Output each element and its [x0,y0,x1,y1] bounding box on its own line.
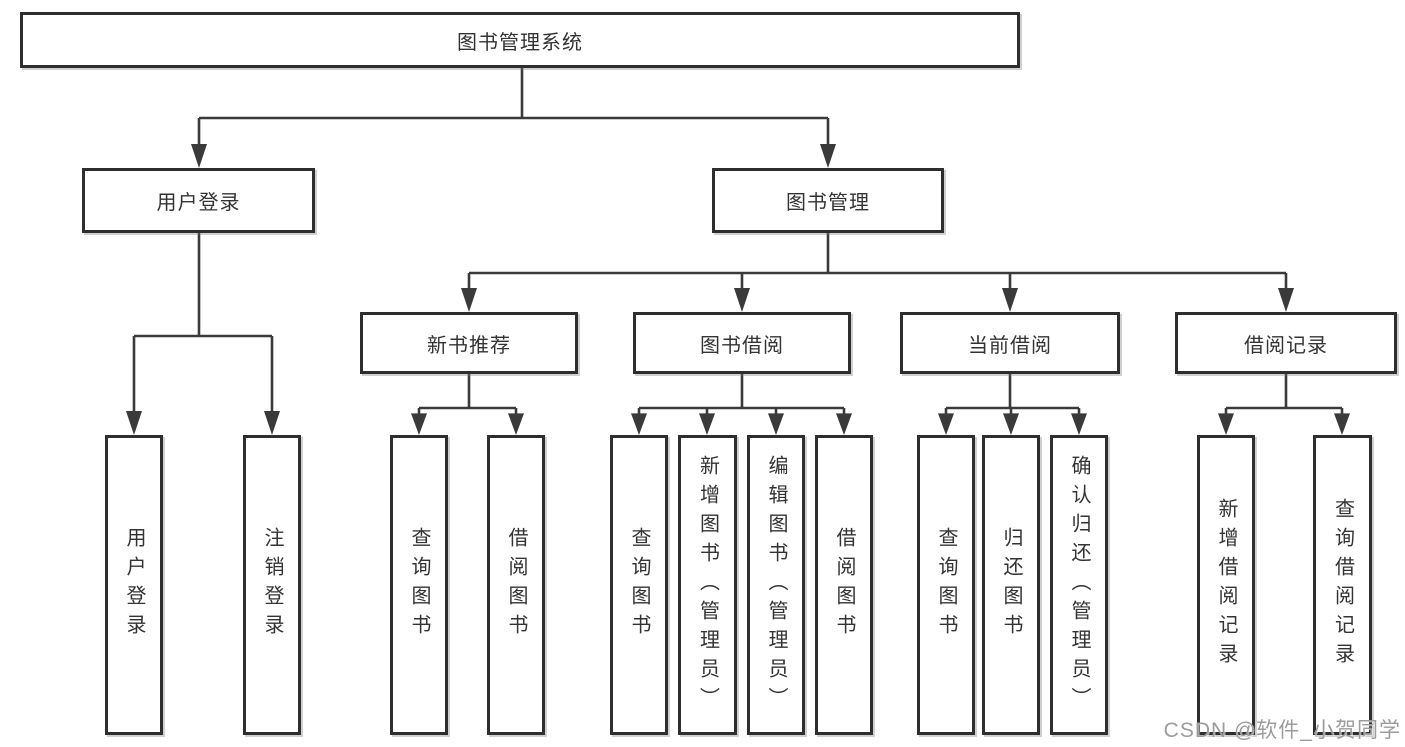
leaf-return-books: 归还图书 [982,435,1040,735]
node-label: 新增借阅记录 [1215,498,1237,672]
node-book-borrow: 图书借阅 [633,312,851,374]
arrowhead-down-icon [1002,288,1018,312]
leaf-add-book-admin: 新增图书（管理员） [678,435,737,735]
node-label: 注销登录 [261,527,283,643]
node-library-system: 图书管理系统 [20,12,1020,68]
arrowhead-down-icon [461,288,477,312]
arrowhead-down-icon [1334,413,1350,435]
leaf-query-books-current: 查询图书 [917,435,975,735]
leaf-query-borrow-record: 查询借阅记录 [1313,435,1372,735]
leaf-add-borrow-record: 新增借阅记录 [1197,435,1255,735]
node-label: 确认归还（管理员） [1068,454,1090,716]
node-label: 当前借阅 [968,334,1052,357]
arrowhead-down-icon [1218,413,1234,435]
node-current-borrow: 当前借阅 [900,312,1120,374]
arrowhead-down-icon [1278,288,1294,312]
leaf-logout: 注销登录 [243,435,301,735]
node-label: 新增图书（管理员） [696,454,719,716]
node-label: 新书推荐 [427,334,511,357]
arrowhead-down-icon [768,413,784,435]
node-user-login: 用户登录 [82,168,315,233]
arrowhead-down-icon [734,288,750,312]
node-borrow-records: 借阅记录 [1175,312,1397,374]
node-label: 用户登录 [156,192,241,214]
arrowhead-down-icon [264,411,280,435]
arrowhead-down-icon [938,413,954,435]
leaf-borrow-books-recommend: 借阅图书 [487,435,545,735]
node-label: 图书管理系统 [457,31,583,54]
node-label: 查询图书 [935,527,957,643]
arrowhead-down-icon [631,413,647,435]
arrowhead-down-icon [1071,413,1087,435]
node-label: 借阅图书 [505,527,527,643]
arrowhead-down-icon [820,144,836,168]
arrowhead-down-icon [191,144,207,168]
leaf-user-login: 用户登录 [105,435,163,735]
csdn-watermark: CSDN @软件_小贺同学 [1163,719,1401,742]
leaf-confirm-return-admin: 确认归还（管理员） [1050,435,1108,735]
node-label: 借阅记录 [1244,334,1328,357]
node-label: 图书管理 [786,192,870,214]
arrowhead-down-icon [126,411,142,435]
arrowhead-down-icon [508,413,524,435]
arrowhead-down-icon [836,413,852,435]
node-label: 归还图书 [1000,527,1022,643]
leaf-edit-book-admin: 编辑图书（管理员） [747,435,805,735]
arrowhead-down-icon [411,413,427,435]
leaf-borrow-books: 借阅图书 [815,435,873,735]
node-label: 图书借阅 [700,334,784,357]
node-label: 查询借阅记录 [1331,498,1354,672]
node-label: 查询图书 [408,527,430,643]
node-new-book-recommend: 新书推荐 [360,312,578,374]
leaf-query-books-recommend: 查询图书 [390,435,448,735]
arrowhead-down-icon [699,413,715,435]
node-label: 查询图书 [628,527,650,643]
node-label: 用户登录 [123,527,145,643]
node-label: 借阅图书 [833,527,855,643]
arrowhead-down-icon [1003,413,1019,435]
node-label: 编辑图书（管理员） [765,454,787,716]
leaf-query-books-borrow: 查询图书 [610,435,668,735]
node-book-management: 图书管理 [712,168,944,233]
